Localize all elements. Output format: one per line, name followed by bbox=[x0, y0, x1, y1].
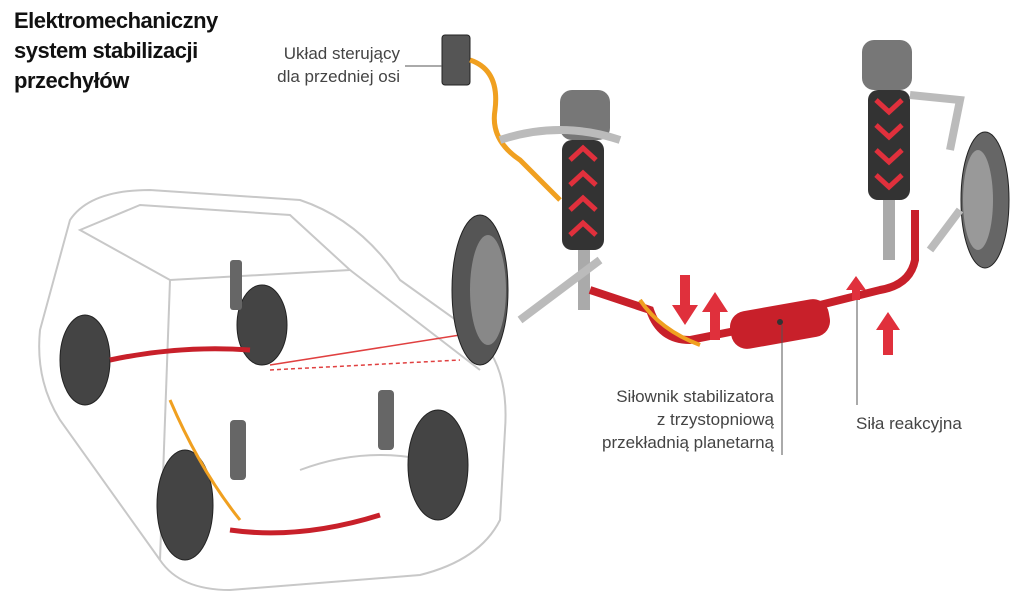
label-line: dla przedniej osi bbox=[277, 67, 400, 86]
axis-line-dashed bbox=[269, 359, 461, 371]
right-strut bbox=[862, 40, 912, 260]
force-arrows bbox=[672, 275, 900, 355]
car-wheels bbox=[59, 284, 469, 561]
label-line: Siłownik stabilizatora bbox=[616, 387, 774, 406]
title-line: przechyłów bbox=[14, 68, 129, 93]
title-line: Elektromechaniczny bbox=[14, 8, 218, 33]
control-arms bbox=[498, 91, 965, 324]
diagram-title: Elektromechaniczny system stabilizacji p… bbox=[14, 6, 218, 96]
strut-chevrons bbox=[568, 98, 904, 237]
stabilizer-actuator bbox=[729, 299, 831, 349]
label-line: z trzystopniową bbox=[656, 410, 774, 429]
control-unit bbox=[441, 34, 562, 202]
label-line: Układ sterujący bbox=[283, 44, 400, 63]
right-brake-disc bbox=[960, 131, 1010, 269]
axis-line bbox=[269, 334, 461, 366]
car-outline bbox=[38, 188, 507, 592]
left-brake-disc bbox=[451, 214, 509, 366]
label-reaction-force: Siła reakcyjna bbox=[856, 414, 962, 433]
label-actuator: Siłownik stabilizatora z trzystopniową p… bbox=[602, 385, 774, 454]
title-line: system stabilizacji bbox=[14, 38, 198, 63]
car-shocks bbox=[230, 260, 394, 480]
label-control-unit: Układ sterujący dla przedniej osi bbox=[277, 42, 400, 88]
label-line: przekładnią planetarną bbox=[601, 433, 774, 452]
actuator-cable bbox=[638, 298, 701, 347]
car-stabilizers bbox=[109, 346, 381, 536]
